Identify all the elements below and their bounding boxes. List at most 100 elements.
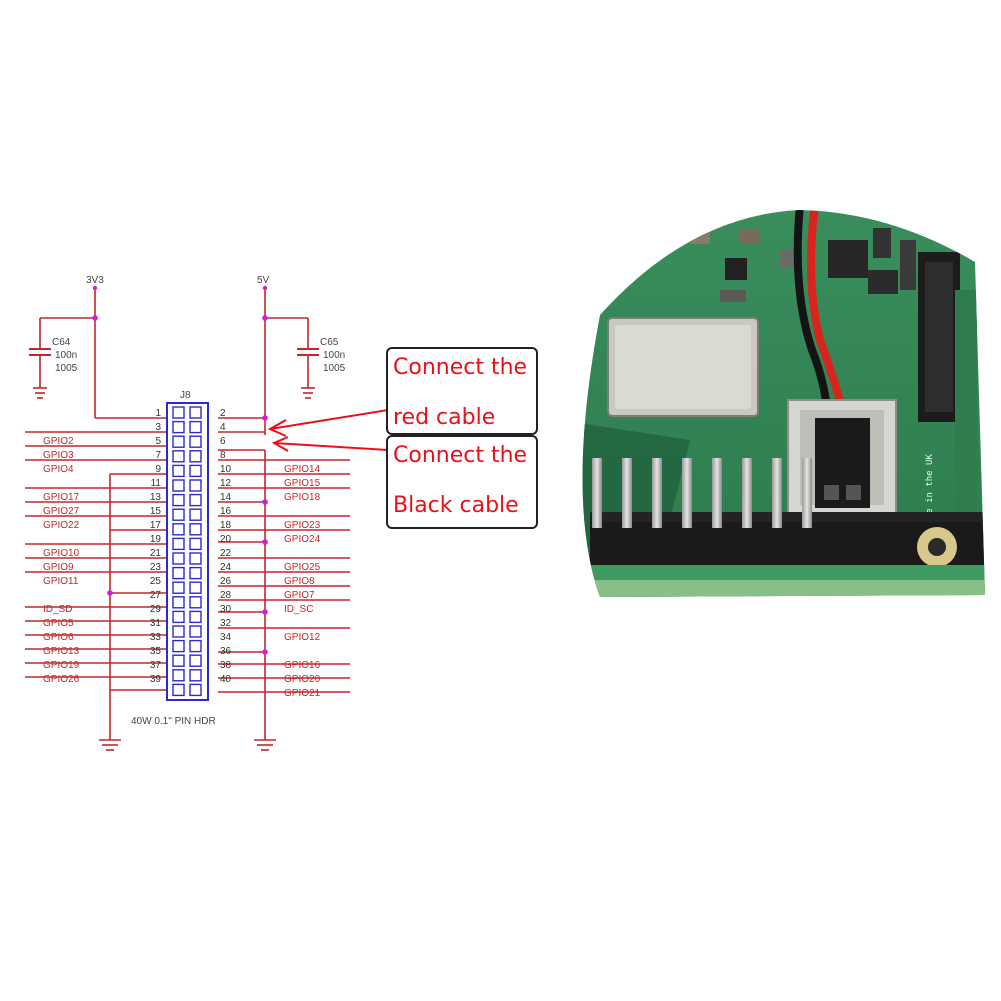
pin-number: 40	[220, 674, 232, 685]
pin-number: 20	[220, 534, 232, 545]
gpio-pin	[742, 458, 752, 528]
net-label-left: GPIO5	[43, 618, 74, 629]
gpio-pin	[652, 458, 662, 528]
pin-number: 38	[220, 660, 232, 671]
black-callout-line1: Connect the	[393, 443, 528, 468]
header-pin-square	[189, 420, 202, 434]
pin-numbers: 1357911131517192123252729313335373924681…	[150, 408, 232, 685]
net-label-right: GPIO12	[284, 632, 321, 643]
red-cable-arrow	[269, 409, 389, 430]
net-label-right: ID_SC	[284, 604, 313, 615]
header-ref: J8	[180, 390, 191, 401]
net-label-left: GPIO11	[43, 576, 79, 587]
gpio-pin	[622, 458, 632, 528]
header-pin-square	[189, 610, 202, 624]
pin-number: 18	[220, 520, 232, 531]
header-pin-square	[172, 625, 185, 638]
gpio-pin	[592, 458, 602, 528]
net-label-left: GPIO2	[43, 436, 74, 447]
header-pin-square	[172, 479, 185, 492]
black-wire	[793, 210, 832, 421]
header-pin-square	[189, 596, 202, 609]
header-description: 40W 0.1" PIN HDR	[131, 716, 216, 727]
net-label-right: GPIO23	[284, 520, 321, 531]
pin-number: 16	[220, 506, 232, 517]
header-pin-square	[189, 450, 202, 463]
header-pin-square	[189, 566, 202, 580]
pin-number: 33	[150, 632, 162, 643]
pin-number: 30	[220, 604, 232, 615]
header-pin-square	[189, 669, 202, 682]
net-label-left: GPIO6	[43, 632, 74, 643]
red-wire	[807, 210, 849, 421]
pin-number: 5	[155, 436, 161, 447]
header-pin-square	[172, 552, 185, 565]
header-pin-square	[189, 464, 202, 478]
pin-number: 1	[155, 408, 161, 419]
pin-number: 4	[220, 422, 226, 433]
header-pin-square	[189, 523, 202, 536]
net-label-left: GPIO27	[43, 506, 80, 517]
header-pin-square	[172, 610, 185, 624]
junction-dots	[92, 285, 268, 655]
header-pin-square	[172, 523, 185, 536]
pin-number: 32	[220, 618, 232, 629]
net-label-left: GPIO3	[43, 450, 74, 461]
pin-number: 7	[155, 450, 161, 461]
c64-package: 1005	[55, 363, 78, 374]
header-pin-square	[189, 508, 202, 521]
header-pin-square	[172, 537, 185, 551]
rail-5v-label: 5V	[257, 275, 270, 286]
black-cable-arrowhead	[271, 436, 289, 452]
red-cable-callout: Connect the red cable	[386, 347, 538, 435]
net-labels: GPIO2GPIO3GPIO4GPIO17GPIO27GPIO22GPIO10G…	[43, 436, 321, 699]
pin-number: 11	[151, 478, 162, 489]
net-label-right: GPIO16	[284, 660, 321, 671]
black-ic	[828, 240, 868, 278]
callout-arrows	[267, 409, 389, 452]
pin-number: 17	[150, 520, 162, 531]
net-label-left: GPIO13	[43, 646, 80, 657]
net-label-right: GPIO25	[284, 562, 321, 573]
red-cable-arrowhead	[267, 419, 287, 437]
net-label-left: GPIO10	[43, 548, 80, 559]
black-cable-callout: Connect the Black cable	[386, 435, 538, 529]
wires	[25, 288, 350, 751]
pin-number: 12	[220, 478, 232, 489]
header-pin-square	[189, 639, 202, 653]
c65-package: 1005	[323, 363, 346, 374]
pin-number: 31	[150, 618, 162, 629]
net-label-left: GPIO17	[43, 492, 80, 503]
pin-number: 27	[150, 590, 162, 601]
capacitor-symbols	[29, 348, 319, 356]
net-label-right: GPIO18	[284, 492, 321, 503]
header-pin-square	[172, 406, 185, 419]
pin-number: 25	[150, 576, 162, 587]
net-label-right: GPIO7	[284, 590, 315, 601]
header-pin-square	[189, 479, 202, 492]
pin-number: 9	[155, 464, 161, 475]
header-pin-square	[189, 435, 202, 448]
gpio-pin	[802, 458, 812, 528]
gpio-pins	[592, 458, 812, 528]
net-label-left: GPIO4	[43, 464, 74, 475]
net-label-right: GPIO8	[284, 576, 315, 587]
header-pin-square	[172, 493, 185, 507]
gpio-pin	[772, 458, 782, 528]
pin-number: 36	[220, 646, 232, 657]
gpio-pin	[682, 458, 692, 528]
header-pin-square	[189, 406, 202, 419]
board-marking: Made in the UK	[925, 454, 935, 530]
pin-header-box	[166, 402, 209, 701]
header-pin-square	[172, 669, 185, 682]
pin-number: 8	[220, 450, 226, 461]
pin-number: 34	[220, 632, 232, 643]
pin-number: 22	[220, 548, 232, 559]
c64-ref: C64	[52, 337, 71, 348]
pin-number: 37	[150, 660, 162, 671]
c65-value: 100n	[323, 350, 345, 361]
header-pin-square	[189, 683, 202, 697]
header-pin-square	[189, 493, 202, 507]
pin-number: 19	[150, 534, 162, 545]
